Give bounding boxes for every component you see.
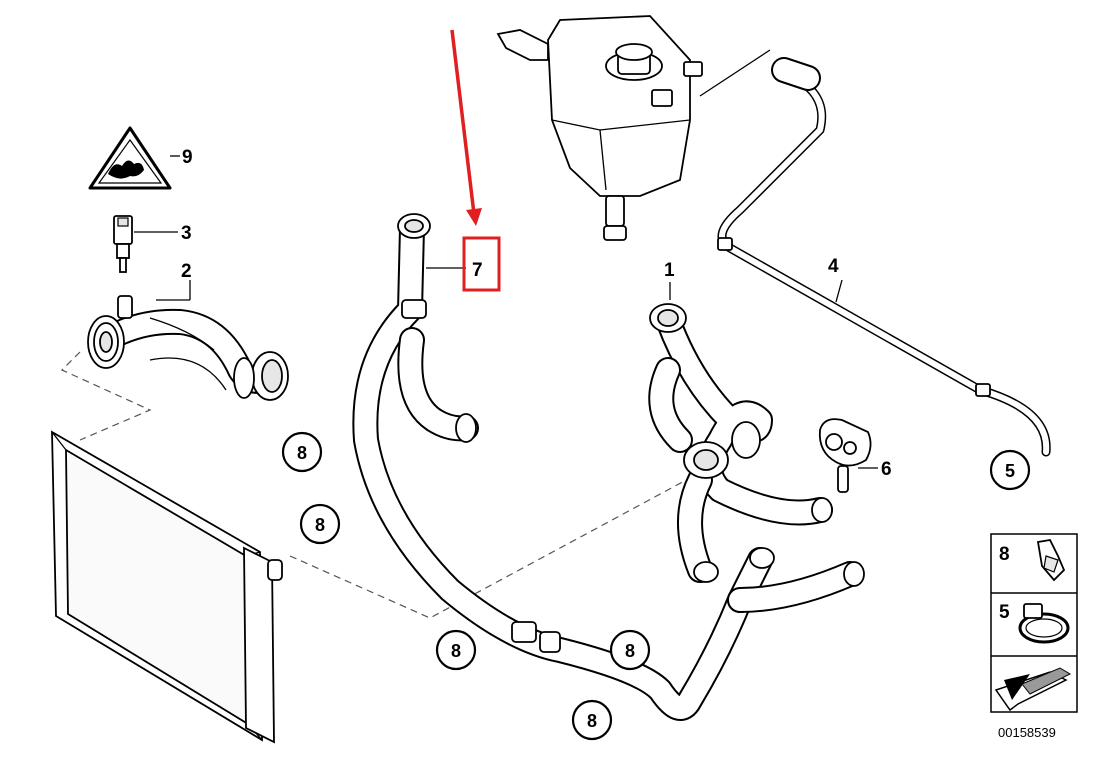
callout-2: 2 bbox=[181, 261, 192, 282]
ref-circle-8[interactable]: 8 bbox=[299, 503, 341, 545]
callout-7-highlight[interactable]: 7 bbox=[450, 29, 501, 292]
hose-clamp-icon bbox=[1018, 603, 1070, 644]
expansion-tank[interactable] bbox=[496, 15, 771, 241]
ref-circle-8[interactable]: 8 bbox=[281, 431, 323, 473]
callout-3: 3 bbox=[181, 223, 192, 244]
svg-text:8: 8 bbox=[297, 443, 307, 463]
radiator[interactable] bbox=[51, 430, 283, 744]
legend-label-8: 8 bbox=[999, 544, 1010, 565]
diagram-id: 00158539 bbox=[998, 725, 1056, 740]
radiator-hose-part-2[interactable]: 2 bbox=[87, 261, 289, 401]
warning-label-part-9[interactable]: 9 bbox=[88, 126, 193, 190]
ref-circle-8[interactable]: 8 bbox=[571, 699, 613, 741]
ref-circle-8[interactable]: 8 bbox=[609, 629, 651, 671]
legend-box: 8 5 bbox=[990, 533, 1078, 713]
ref-circle-8[interactable]: 8 bbox=[435, 629, 477, 671]
callout-9: 9 bbox=[182, 147, 193, 168]
holder-clamp-part-6[interactable]: 6 bbox=[818, 418, 892, 493]
svg-text:8: 8 bbox=[625, 641, 635, 661]
svg-text:8: 8 bbox=[315, 515, 325, 535]
callout-4: 4 bbox=[828, 256, 839, 277]
svg-text:5: 5 bbox=[1005, 461, 1015, 481]
coolant-hose-part-7[interactable] bbox=[352, 213, 865, 721]
callout-7: 7 bbox=[472, 260, 483, 281]
coolant-hose-part-1[interactable]: 1 bbox=[648, 260, 833, 583]
circled-refs: 8 8 8 8 8 5 bbox=[281, 431, 1031, 741]
callout-1: 1 bbox=[664, 260, 675, 281]
callout-6: 6 bbox=[881, 459, 892, 480]
vent-hose-part-4[interactable]: 4 bbox=[717, 57, 1051, 457]
legend-label-5: 5 bbox=[999, 602, 1010, 623]
arrow-icon bbox=[994, 667, 1072, 712]
svg-text:8: 8 bbox=[587, 711, 597, 731]
clip-icon bbox=[1036, 539, 1066, 582]
ref-circle-5[interactable]: 5 bbox=[989, 449, 1031, 491]
svg-text:8: 8 bbox=[451, 641, 461, 661]
dashed-leaders bbox=[60, 351, 691, 619]
temperature-sensor-part-3[interactable]: 3 bbox=[113, 215, 192, 273]
